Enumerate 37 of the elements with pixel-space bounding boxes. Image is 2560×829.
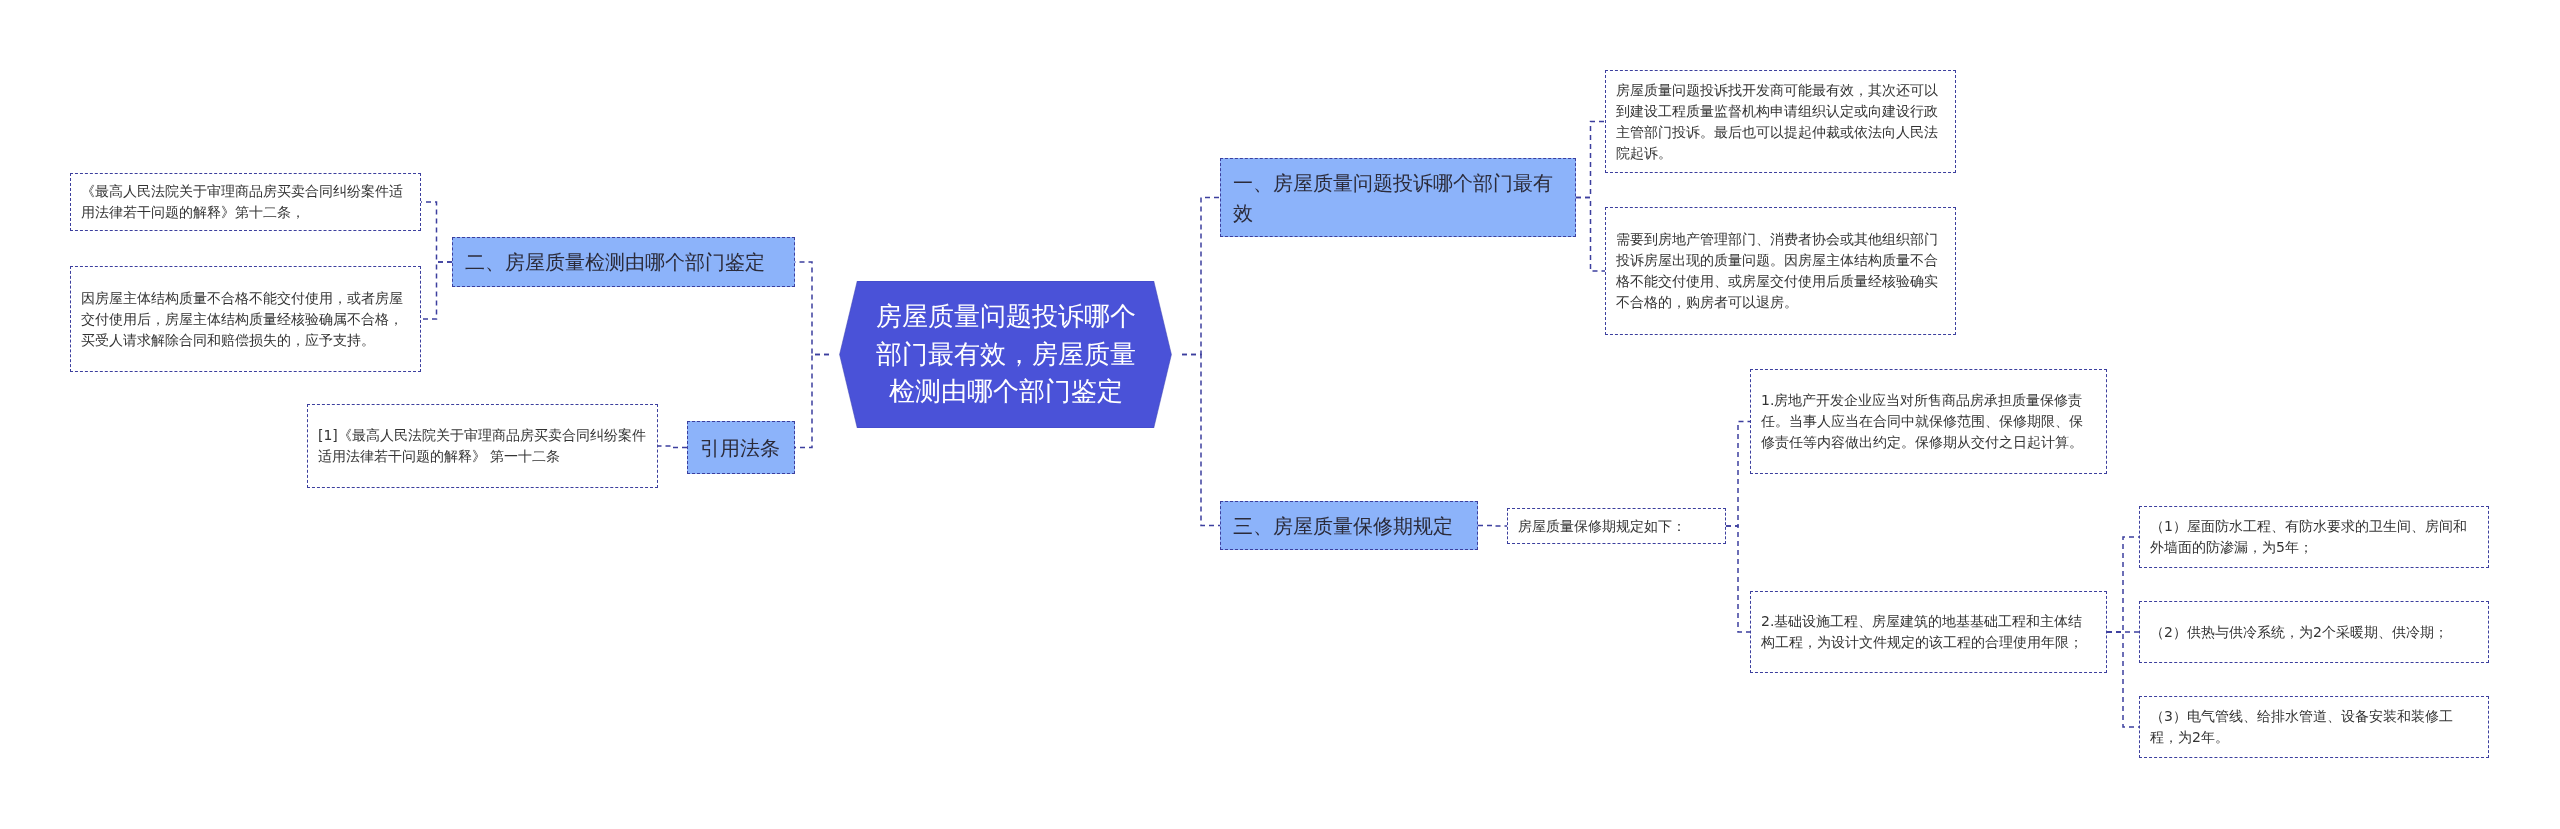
topic-box — [452, 237, 795, 287]
node-text: 房屋质量问题投诉哪个部门最有效，房屋质量检测由哪个部门鉴定 — [874, 299, 1137, 409]
node-text: 《最高人民法院关于审理商品房买卖合同纠纷案件适用法律若干问题的解释》第十二条， — [81, 182, 404, 222]
node-text: 二、房屋质量检测由哪个部门鉴定 — [465, 249, 766, 276]
connector-line — [657, 445, 688, 449]
node-text: 1.房地产开发企业应当对所售商品房承担质量保修责任。当事人应当在合同中就保修范围、保修期限、保修责任等内容做出约定。保修期从交付之日起计算。 — [1761, 391, 2084, 452]
text-box — [1605, 207, 1956, 335]
connector-line — [420, 261, 453, 320]
node-text: （1）屋面防水工程、有防水要求的卫生间、房间和外墙面的防渗漏，为5年； — [2150, 517, 2468, 557]
text-box — [1750, 591, 2107, 673]
connector-line — [1725, 525, 1751, 633]
text-box — [1507, 508, 1726, 544]
node-text: 2.基础设施工程、房屋建筑的地基基础工程和主体结构工程，为设计文件规定的该工程的合理使用年限； — [1761, 612, 2084, 652]
node-text: [1]《最高人民法院关于审理商品房买卖合同纠纷案件适用法律若干问题的解释》 第一十二条 — [318, 426, 647, 466]
topic-box — [1220, 501, 1478, 550]
connector-line — [1575, 196, 1606, 272]
text-box — [1605, 70, 1956, 173]
node-text: （3）电气管线、给排水管道、设备安装和装修工程，为2年。 — [2150, 707, 2454, 747]
node-text: （2）供热与供冷系统，为2个采暖期、供冷期； — [2150, 622, 2449, 642]
connector-line — [1477, 524, 1508, 527]
node-text: 三、房屋质量保修期规定 — [1233, 512, 1454, 540]
topic-box — [687, 421, 795, 474]
node-text: 房屋质量问题投诉找开发商可能最有效，其次还可以到建设工程质量监督机构申请组织认定或向建设行政主管部门投诉。最后也可以提起仲裁或依法向人民法院起诉。 — [1616, 80, 1939, 163]
text-box — [70, 266, 421, 372]
node-text: 因房屋主体结构质量不合格不能交付使用，或者房屋交付使用后，房屋主体结构质量经核验确属不合格，买受人请求解除合同和赔偿损失的，应予支持。 — [81, 288, 404, 350]
node-text: 引用法条 — [700, 434, 781, 462]
text-box — [70, 173, 421, 231]
text-box — [307, 404, 658, 488]
text-box — [2139, 506, 2489, 568]
node-text: 一、房屋质量问题投诉哪个部门最有效 — [1233, 169, 1554, 227]
topic-box — [1220, 158, 1576, 237]
text-box — [2139, 696, 2489, 758]
text-box — [1750, 369, 2107, 474]
node-text: 房屋质量保修期规定如下： — [1518, 516, 1687, 536]
text-box — [2139, 601, 2489, 663]
connector-line — [1181, 353, 1221, 527]
node-text: 需要到房地产管理部门、消费者协会或其他组织部门投诉房屋出现的质量问题。因房屋主体结构质量不合格不能交付使用、或房屋交付使用后质量经核验确实不合格的，购房者可以退房。 — [1616, 230, 1939, 312]
